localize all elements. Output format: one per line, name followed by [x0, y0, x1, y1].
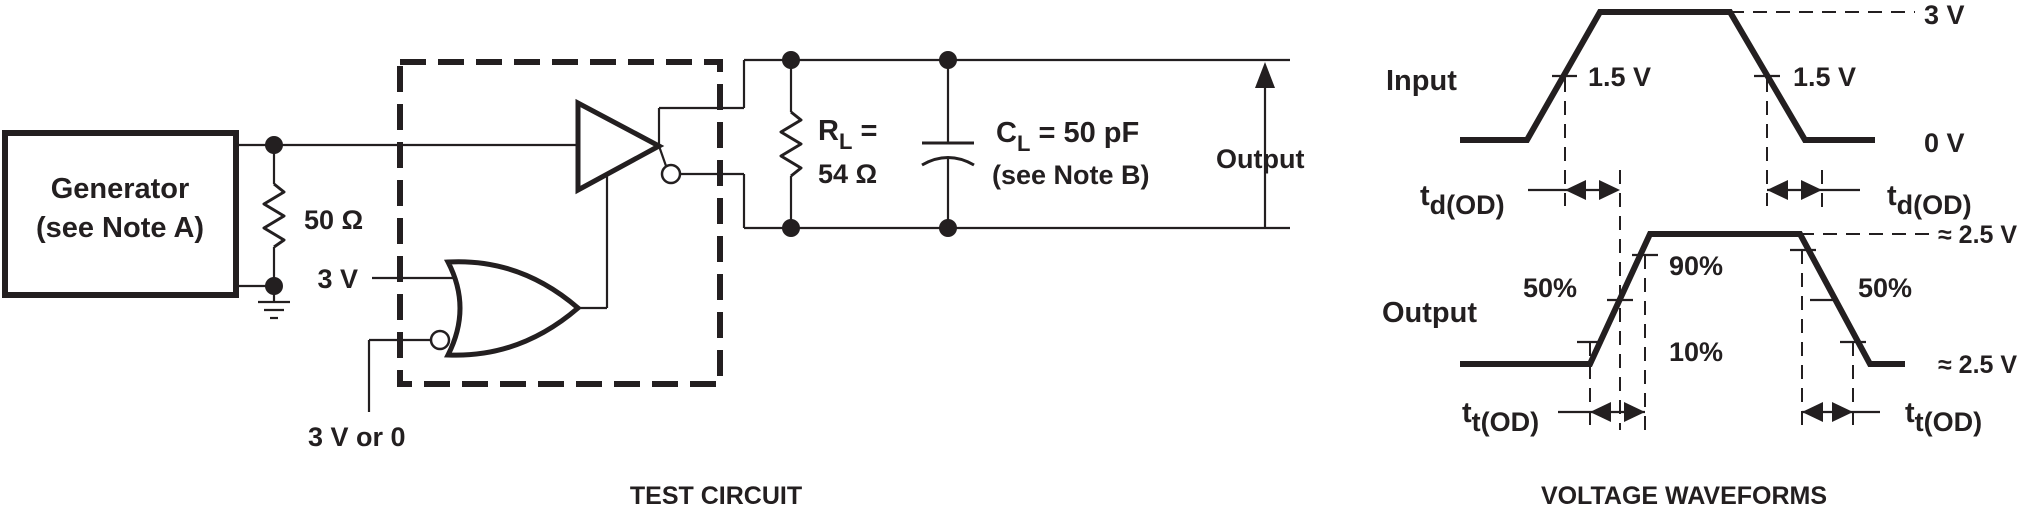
- voltage-waveforms: Input 3 V 0 V 1.5 V 1.5 V td(OD) td(OD): [1382, 0, 2017, 510]
- resistor-50-ohm-symbol: [262, 182, 286, 249]
- output-low-label: ≈ 2.5 V: [1938, 351, 2017, 379]
- load-resistor-value: 54 Ω: [818, 159, 877, 189]
- ground-icon: [258, 300, 290, 320]
- load-capacitor-label: CL = 50 pF: [996, 117, 1139, 156]
- output-waveform: [1460, 231, 1905, 367]
- junction-dot: [265, 277, 283, 295]
- input-3v-or-0-label: 3 V or 0: [308, 422, 406, 452]
- td-right-label: td(OD): [1887, 180, 1972, 220]
- enable-or-gate-symbol: [443, 259, 582, 358]
- output-high-label: ≈ 2.5 V: [1938, 221, 2017, 249]
- enable-input-bubble: [429, 329, 451, 351]
- test-circuit: Generator (see Note A) 50 Ω: [2, 51, 1304, 510]
- load-capacitor-note: (see Note B): [992, 160, 1150, 190]
- load-resistor-label: RL =: [818, 115, 877, 154]
- pct-50-left-label: 50%: [1523, 273, 1577, 303]
- driver-buffer-symbol: [575, 98, 665, 195]
- device-boundary: [397, 59, 723, 387]
- input-rise-midpoint-label: 1.5 V: [1588, 62, 1651, 92]
- junction-dot: [265, 136, 283, 154]
- driver-output-b-stub: [657, 145, 668, 167]
- input-label: Input: [1386, 65, 1457, 97]
- voltage-waveforms-caption: VOLTAGE WAVEFORMS: [1541, 482, 1827, 510]
- level-0v-label: 0 V: [1924, 128, 1965, 158]
- level-3v-label: 3 V: [1924, 0, 1965, 30]
- tt-right-label: tt(OD): [1905, 397, 1982, 437]
- output-label: Output: [1382, 297, 1477, 329]
- input-3v-label: 3 V: [317, 264, 358, 294]
- pct-10-label: 10%: [1669, 337, 1723, 367]
- input-fall-midpoint-label: 1.5 V: [1793, 62, 1856, 92]
- td-left-label: td(OD): [1420, 180, 1505, 220]
- input-waveform: [1460, 9, 1875, 143]
- generator-box: [2, 130, 239, 298]
- driver-output-bubble: [660, 163, 682, 185]
- td-left-arrow-icon: [1565, 180, 1586, 200]
- generator-note: (see Note A): [36, 212, 204, 244]
- load-resistor-symbol: [779, 110, 803, 178]
- output-label: Output: [1216, 144, 1304, 174]
- td-right-arrow-icon: [1767, 180, 1788, 200]
- resistor-50-ohm-label: 50 Ω: [304, 205, 363, 235]
- output-arrow-icon: [1255, 62, 1275, 88]
- generator-label: Generator: [51, 173, 190, 205]
- td-left-arrow-icon: [1599, 180, 1620, 200]
- tt-right-arrow-icon: [1832, 402, 1853, 422]
- pct-90-label: 90%: [1669, 251, 1723, 281]
- td-right-arrow-icon: [1801, 180, 1822, 200]
- test-circuit-caption: TEST CIRCUIT: [630, 482, 802, 510]
- tt-left-label: tt(OD): [1462, 397, 1539, 437]
- pct-50-right-label: 50%: [1858, 273, 1912, 303]
- tt-left-arrow-icon: [1590, 402, 1611, 422]
- tt-right-arrow-icon: [1802, 402, 1823, 422]
- tt-left-arrow-icon: [1624, 402, 1645, 422]
